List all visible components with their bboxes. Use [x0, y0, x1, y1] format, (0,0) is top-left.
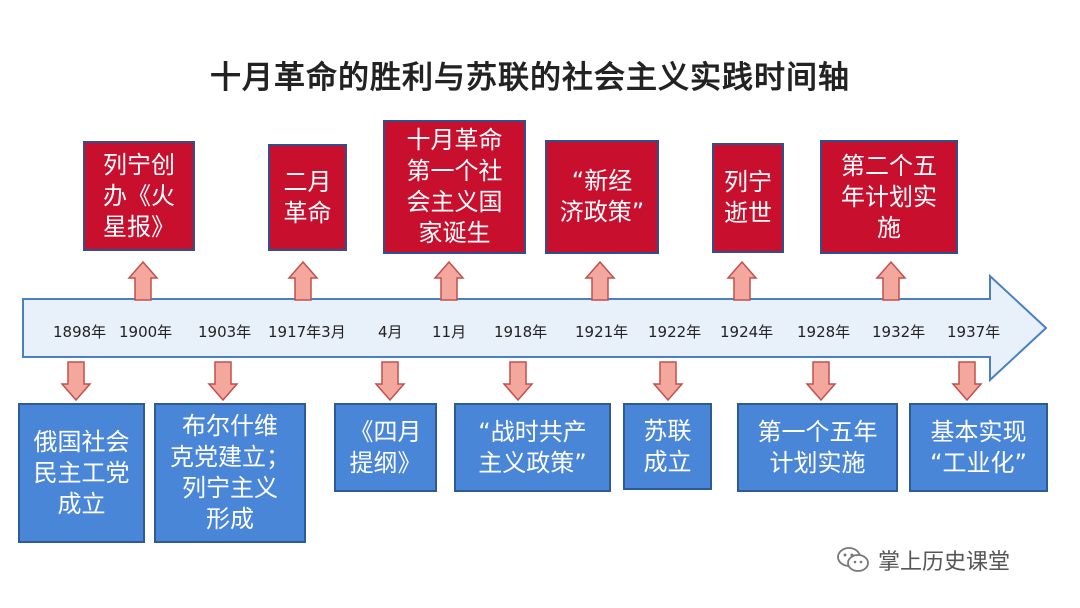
- page-title: 十月革命的胜利与苏联的社会主义实践时间轴: [210, 60, 850, 96]
- timeline-date: 1922年: [648, 323, 702, 341]
- up-arrow: [127, 260, 159, 301]
- event-box-below: “战时共产 主义政策”: [454, 403, 611, 492]
- timeline-date: 1921年: [575, 323, 629, 341]
- event-box-below: 苏联 成立: [623, 403, 712, 490]
- event-label: 基本实现 “工业化”: [930, 417, 1027, 477]
- event-box-above: “新经 济政策”: [545, 140, 659, 254]
- up-arrow: [287, 260, 319, 301]
- watermark: 掌上历史课堂: [836, 544, 1010, 576]
- up-arrow: [875, 260, 907, 301]
- timeline-date: 1903年: [198, 323, 252, 341]
- timeline-date: 1898年: [53, 323, 107, 341]
- timeline-date: 11月: [432, 323, 467, 341]
- down-arrow: [652, 361, 684, 402]
- timeline-date: 1917年3月: [268, 323, 346, 341]
- timeline-date: 1924年: [720, 323, 774, 341]
- timeline-date: 4月: [378, 323, 403, 341]
- timeline-date: 1932年: [872, 323, 926, 341]
- event-box-above: 列宁 逝世: [712, 143, 784, 253]
- down-arrow: [207, 361, 239, 402]
- up-arrow: [433, 260, 465, 301]
- timeline-date: 1900年: [119, 323, 173, 341]
- timeline-date: 1918年: [494, 323, 548, 341]
- down-arrow: [374, 361, 406, 402]
- wechat-icon: [837, 547, 869, 572]
- event-label: 布尔什维 克党建立； 列宁主义 形成: [170, 412, 290, 533]
- event-box-below: 布尔什维 克党建立； 列宁主义 形成: [154, 403, 306, 543]
- timeline-arrow: [22, 273, 1048, 383]
- timeline-date: 1937年: [947, 323, 1001, 341]
- timeline-date: 1928年: [797, 323, 851, 341]
- event-label: 俄国社会 民主工党 成立: [33, 427, 130, 518]
- down-arrow: [951, 361, 983, 402]
- event-box-below: 基本实现 “工业化”: [909, 403, 1048, 492]
- event-box-above: 列宁创 办《火 星报》: [83, 141, 195, 251]
- event-box-below: 俄国社会 民主工党 成立: [18, 403, 145, 543]
- event-label: 苏联 成立: [643, 416, 692, 476]
- event-label: “战时共产 主义政策”: [478, 417, 587, 477]
- event-label: 第一个五年 计划实施: [757, 417, 878, 477]
- event-label: 十月革命 第一个社 会主义国 家诞生: [406, 126, 503, 247]
- event-label: 列宁 逝世: [724, 168, 772, 227]
- event-box-below: 《四月 提纲》: [334, 403, 437, 492]
- down-arrow: [805, 361, 837, 402]
- event-label: 二月 革命: [283, 167, 332, 227]
- up-arrow: [726, 260, 758, 301]
- event-box-above: 二月 革命: [268, 144, 347, 251]
- event-box-above: 十月革命 第一个社 会主义国 家诞生: [383, 120, 526, 254]
- down-arrow: [502, 361, 534, 402]
- event-label: 第二个五 年计划实 施: [841, 151, 937, 242]
- down-arrow: [60, 361, 92, 402]
- event-label: 列宁创 办《火 星报》: [103, 150, 175, 241]
- event-box-above: 第二个五 年计划实 施: [820, 140, 958, 254]
- event-label: 《四月 提纲》: [349, 417, 422, 477]
- event-box-below: 第一个五年 计划实施: [737, 403, 898, 492]
- watermark-text: 掌上历史课堂: [878, 550, 1011, 575]
- up-arrow: [584, 260, 616, 301]
- event-label: “新经 济政策”: [559, 167, 645, 226]
